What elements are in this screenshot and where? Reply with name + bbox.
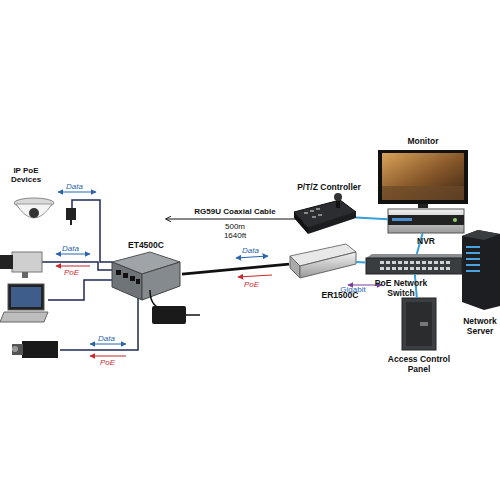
- recorder-node: NVR: [388, 209, 464, 233]
- controller-node: P/T/Z Controller: [293, 198, 356, 234]
- network-cable: [356, 261, 366, 263]
- device-label: ET4500C: [106, 240, 186, 250]
- dimension-label: 1640ft: [205, 231, 265, 240]
- network-switch: [366, 254, 466, 274]
- signal-label: Data: [62, 244, 92, 253]
- device-label: Access Control Panel: [380, 354, 458, 374]
- camera-wires: [42, 200, 138, 350]
- server-node: Network Server: [462, 230, 500, 310]
- access-panel-node: Access Control Panel: [402, 298, 436, 350]
- coax-cable: [182, 264, 289, 274]
- device-label: Monitor: [378, 136, 468, 146]
- signal-label: Data: [242, 246, 272, 255]
- receiver-unit: [290, 244, 356, 278]
- monitor-node: Monitor: [378, 150, 468, 204]
- power-label: PoE: [244, 280, 274, 289]
- nvr-recorder: [388, 209, 464, 233]
- device-label: P/T/Z Controller: [293, 182, 365, 192]
- signal-label: Data: [66, 182, 96, 191]
- monitor: [378, 150, 468, 208]
- link-label: Gigabit: [328, 285, 378, 294]
- group-label: IP PoE Devices: [2, 166, 50, 184]
- bullet-camera: [12, 341, 58, 358]
- power-adapter: [150, 290, 200, 324]
- device-label: PoE Network Switch: [372, 278, 430, 298]
- access-control-box: [402, 298, 436, 350]
- dome-camera: [14, 198, 76, 225]
- network-cable: [415, 274, 417, 298]
- ptz-controller: [294, 193, 356, 234]
- power-label: PoE: [100, 358, 130, 367]
- box-camera: [0, 252, 42, 278]
- cable-label: RG59U Coaxial Cable: [176, 207, 294, 216]
- switch-node: PoE Network Switch: [366, 254, 462, 274]
- network-cable: [356, 218, 388, 220]
- dimension-label: 500m: [205, 222, 265, 231]
- transmitter-box: [112, 252, 180, 300]
- device-label: Network Server: [460, 316, 500, 336]
- power-label: PoE: [64, 268, 94, 277]
- signal-label: Data: [98, 334, 128, 343]
- device-label: NVR: [388, 236, 464, 246]
- transmitter-node: ET4500C: [110, 254, 182, 301]
- laptop: [0, 284, 48, 322]
- network-cable: [417, 233, 423, 254]
- server-tower: [462, 230, 500, 310]
- receiver-node: ER1500C: [289, 244, 356, 278]
